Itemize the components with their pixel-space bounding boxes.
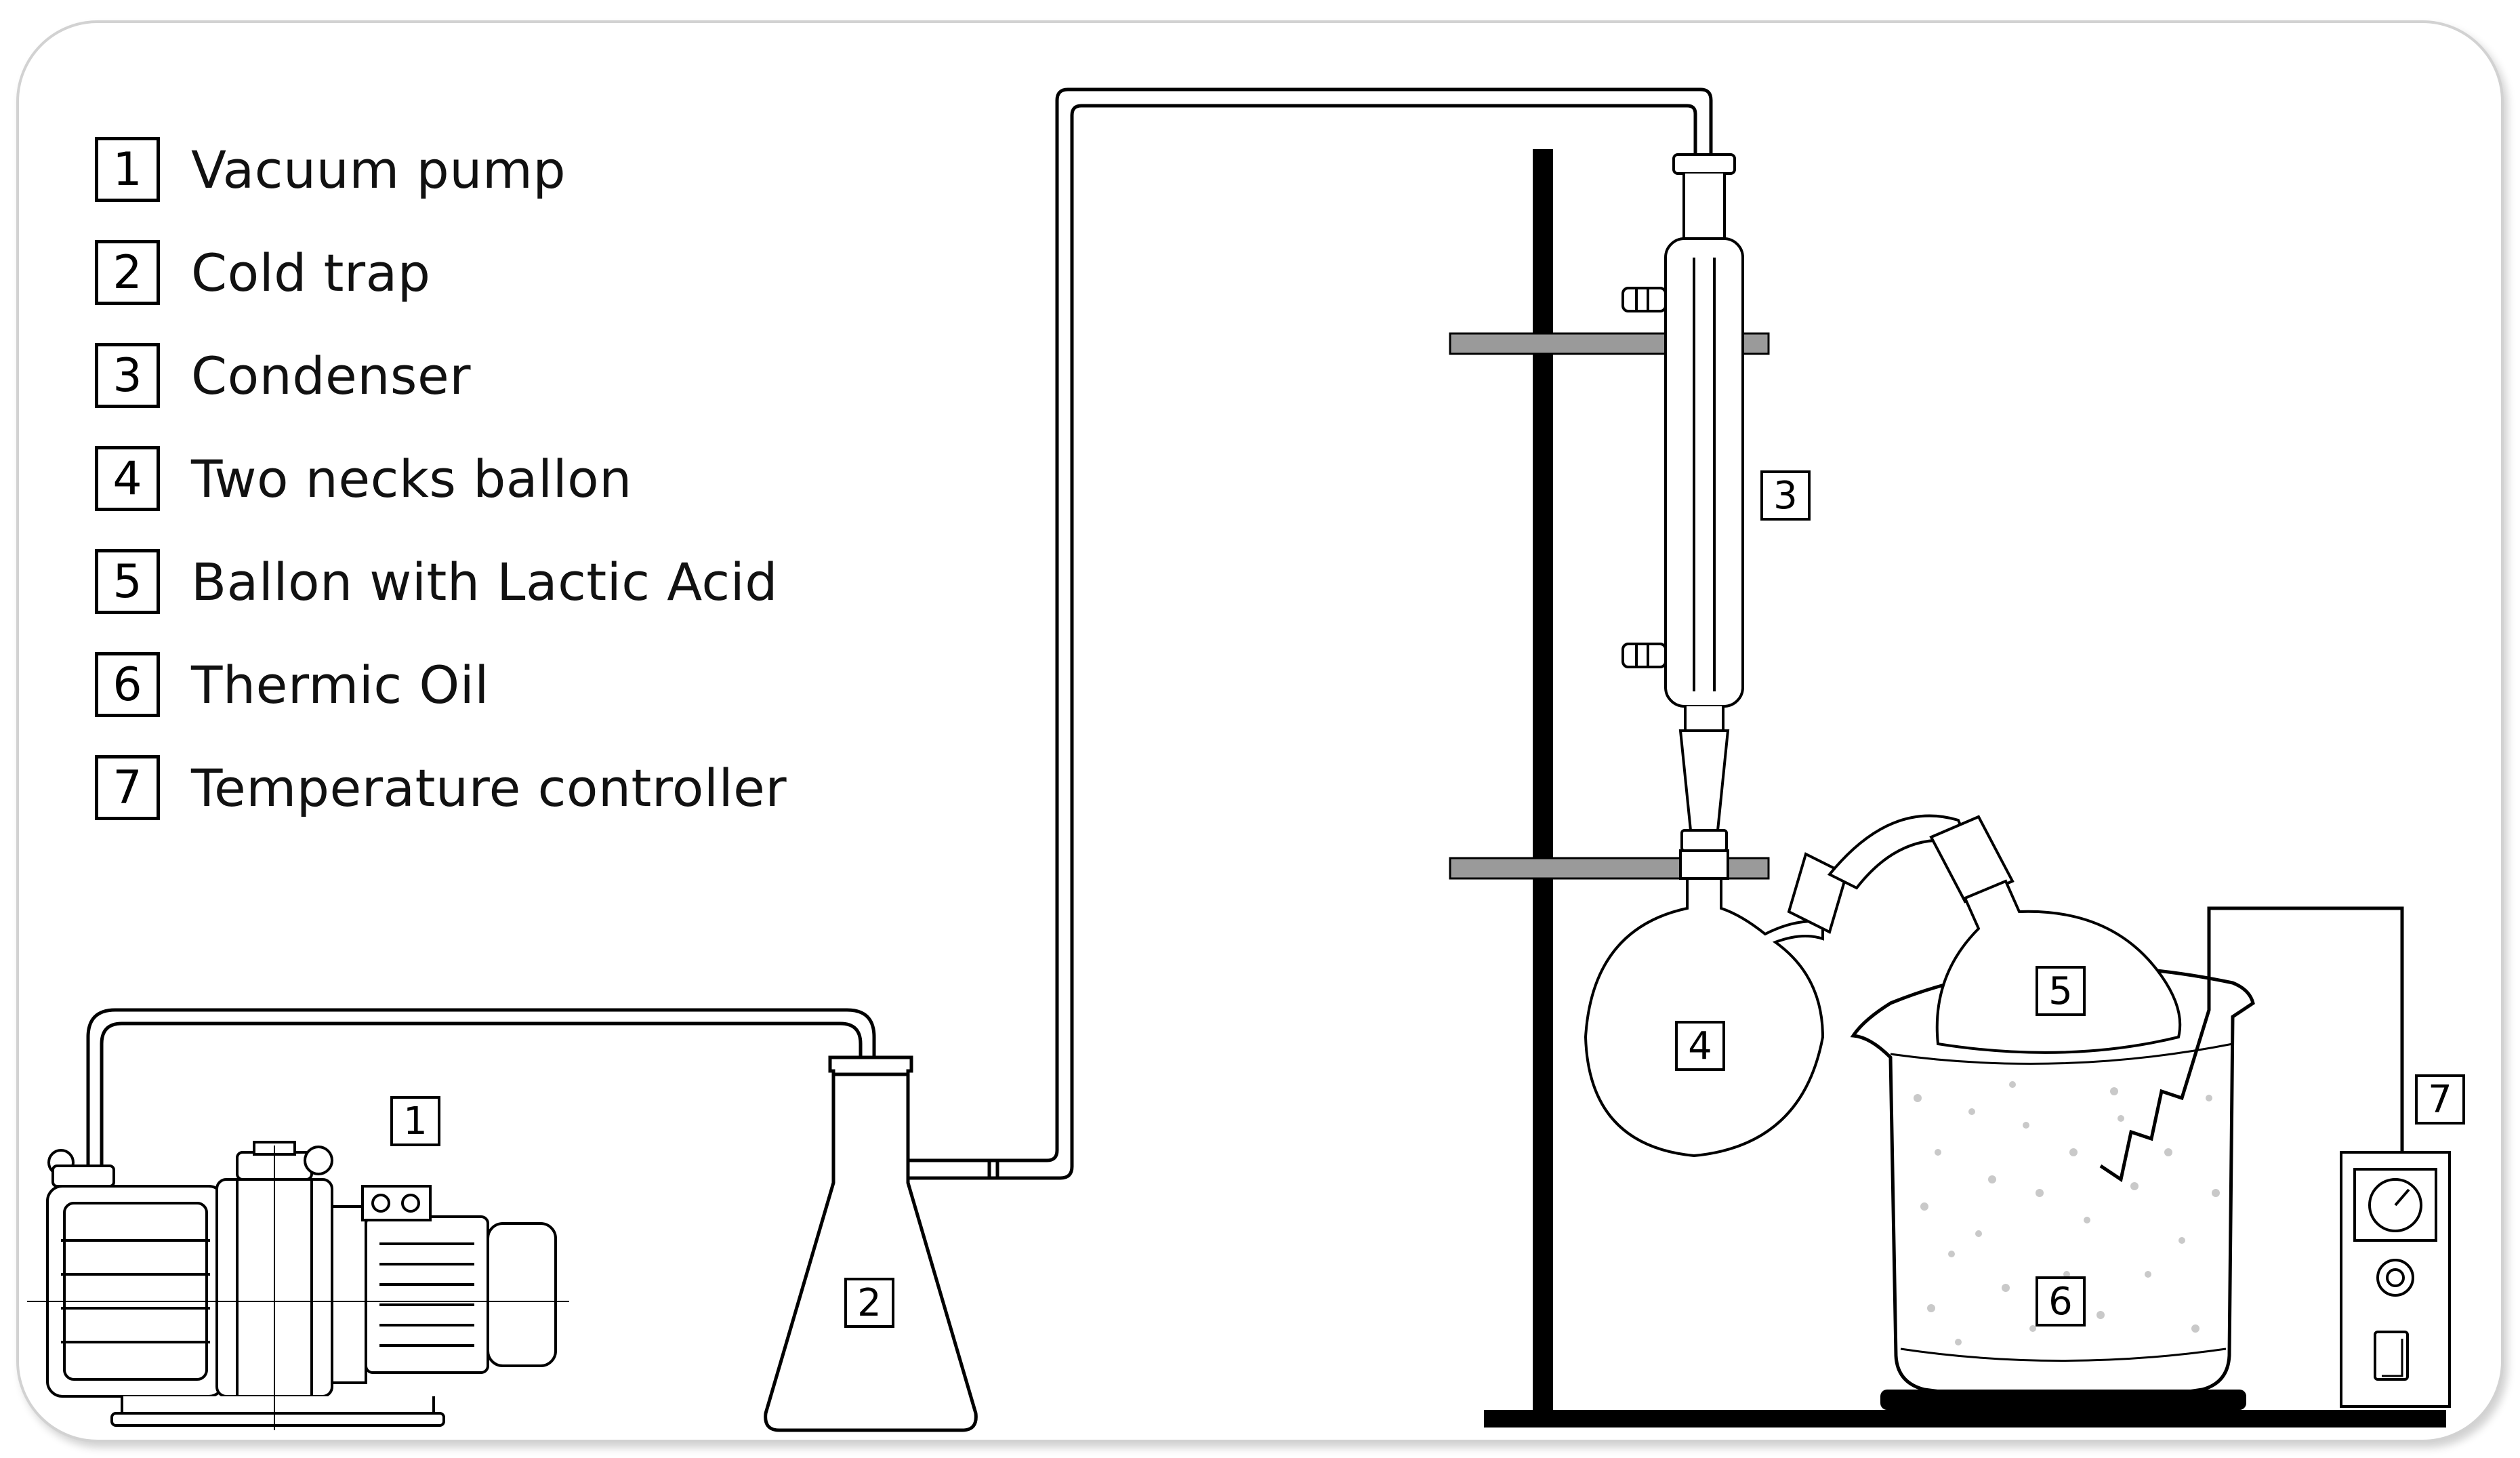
retort-stand: [1449, 149, 2446, 1427]
pump-to-trap-tubing: [86, 1008, 876, 1166]
lactic-flask-tag: 5: [2036, 966, 2086, 1016]
legend-item-2: 2 Cold trap: [95, 239, 430, 306]
legend-number: 5: [95, 549, 160, 614]
legend-label: Thermic Oil: [191, 654, 489, 715]
legend-label: Cold trap: [191, 242, 431, 303]
temperature-controller: [2340, 1151, 2451, 1408]
legend-number: 7: [95, 755, 160, 820]
heater-wire: [2099, 906, 2404, 1183]
oil-bubbles: [1914, 1081, 2220, 1345]
legend-number: 6: [95, 652, 160, 717]
legend-item-5: 5 Ballon with Lactic Acid: [95, 548, 778, 615]
legend-label: Condenser: [191, 345, 471, 406]
cold-trap-tag: 2: [844, 1278, 894, 1328]
legend-item-7: 7 Temperature controller: [95, 754, 787, 822]
cold-trap-flask: [764, 1055, 978, 1432]
legend-label: Vacuum pump: [191, 139, 566, 200]
legend-number: 3: [95, 343, 160, 408]
vacuum-pump: [27, 1141, 569, 1430]
legend-item-6: 6 Thermic Oil: [95, 651, 489, 718]
legend-label: Two necks ballon: [191, 448, 632, 509]
pump-tag: 1: [390, 1096, 440, 1146]
trap-to-condenser-tubing: [908, 87, 1713, 1180]
two-neck-flask-tag: 4: [1675, 1021, 1725, 1071]
oil-bath-tag: 6: [2036, 1276, 2086, 1327]
controller-tag: 7: [2415, 1074, 2465, 1125]
legend-item-3: 3 Condenser: [95, 342, 471, 409]
legend-number: 2: [95, 240, 160, 305]
legend-label: Ballon with Lactic Acid: [191, 551, 779, 612]
condenser: [1622, 153, 1744, 852]
legend-number: 4: [95, 446, 160, 511]
condenser-tag: 3: [1760, 470, 1811, 521]
legend-number: 1: [95, 137, 160, 202]
legend-item-1: 1 Vacuum pump: [95, 136, 566, 203]
legend-item-4: 4 Two necks ballon: [95, 445, 632, 512]
bent-adapter: [1787, 814, 2015, 934]
two-neck-flask: [1584, 849, 1825, 1158]
legend-label: Temperature controller: [191, 757, 787, 818]
